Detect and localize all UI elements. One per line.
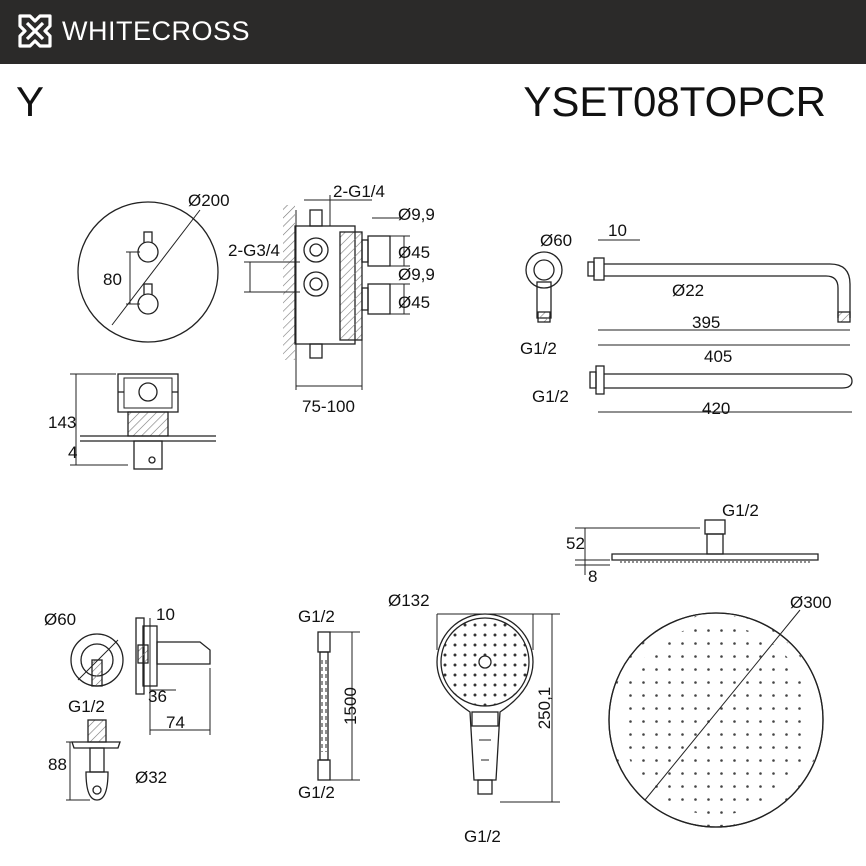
arm-length-395: 395 (692, 313, 720, 332)
knob-stem-label-1: Ø9,9 (398, 205, 435, 224)
outlet-depth-label: 10 (156, 605, 175, 624)
mixer-box-section (244, 195, 410, 390)
header-bar: WHITECROSS (0, 0, 866, 64)
box-depth-label: 75-100 (302, 397, 355, 416)
overhead-diameter-label: Ø300 (790, 593, 832, 612)
shower-arm-drawing (525, 239, 853, 413)
shower-hose (317, 631, 360, 781)
hose-thread-bottom: G1/2 (298, 783, 335, 802)
box-inlet-label: 2-G3/4 (228, 241, 280, 260)
series-label: Y (16, 78, 45, 125)
overhead-thickness-label: 8 (588, 567, 597, 586)
arm-length-420: 420 (702, 399, 730, 418)
arm-flange-depth-label: 10 (608, 221, 627, 240)
dimension-labels: Ø200 80 143 4 2-G1/4 2-G3/4 Ø9,9 Ø45 Ø9,… (44, 182, 832, 846)
mixer-plate-label: 4 (68, 443, 77, 462)
mixer-diameter-label: Ø200 (188, 191, 230, 210)
arm-flange-label: Ø60 (540, 231, 572, 250)
overhead-height-label: 52 (566, 534, 585, 553)
overhead-shower-front (608, 609, 824, 828)
arm-thread-label: G1/2 (520, 339, 557, 358)
hand-shower-holder (66, 719, 121, 801)
mixer-spacing-label: 80 (103, 270, 122, 289)
mixer-side-view (70, 373, 216, 470)
box-outlet-label: 2-G1/4 (333, 182, 385, 201)
holder-height-label: 88 (48, 755, 67, 774)
hand-thread-label: G1/2 (464, 827, 501, 846)
cross-logo-icon (18, 14, 52, 48)
knob-stem-label-2: Ø9,9 (398, 265, 435, 284)
hand-diameter-label: Ø132 (388, 591, 430, 610)
outlet-dim-36: 36 (148, 687, 167, 706)
outlet-flange-label: Ø60 (44, 610, 76, 629)
brand-logo: WHITECROSS (14, 10, 250, 52)
knob-label-1: Ø45 (398, 243, 430, 262)
arm-thread-label-2: G1/2 (532, 387, 569, 406)
knob-label-2: Ø45 (398, 293, 430, 312)
mixer-height-label: 143 (48, 413, 76, 432)
holder-diameter-label: Ø32 (135, 768, 167, 787)
arm-tube-label: Ø22 (672, 281, 704, 300)
outlet-thread-label: G1/2 (68, 697, 105, 716)
model-number: YSET08TOPCR (523, 78, 826, 125)
hand-length-label: 250,1 (535, 687, 554, 730)
hose-thread-top: G1/2 (298, 607, 335, 626)
brand-name: WHITECROSS (62, 15, 251, 46)
overhead-shower-side (575, 519, 819, 575)
hand-shower-drawing (436, 613, 560, 803)
overhead-thread-label: G1/2 (722, 501, 759, 520)
hose-length-label: 1500 (341, 687, 360, 725)
arm-length-405: 405 (704, 347, 732, 366)
mixer-front-view (77, 201, 219, 343)
wall-outlet-drawing (70, 617, 211, 735)
outlet-dim-74: 74 (166, 713, 185, 732)
